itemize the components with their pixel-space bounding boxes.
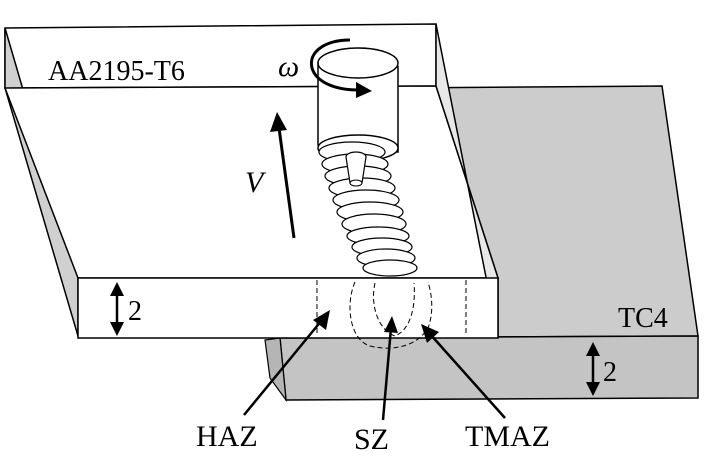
velocity-arrow — [270, 112, 296, 239]
tmaz-leader — [421, 324, 506, 419]
rotation-arrowhead-icon — [356, 82, 372, 98]
haz-leader — [243, 310, 330, 416]
label-bottom-plate: TC4 — [618, 303, 668, 334]
fsw-tool — [317, 47, 418, 277]
tc4-plate-front-face — [279, 335, 699, 401]
velocity-arrowhead-icon — [270, 112, 287, 132]
sz-boundary — [373, 282, 415, 337]
label-top-plate: AA2195-T6 — [48, 56, 185, 87]
label-top-thickness: 2 — [128, 296, 142, 327]
tool-threads — [318, 141, 418, 277]
tmaz-boundary — [349, 281, 433, 349]
label-rotation: ω — [278, 50, 299, 83]
label-haz: HAZ — [196, 420, 258, 453]
sz-leader — [381, 316, 398, 421]
label-sz: SZ — [354, 423, 389, 456]
rotation-arrow — [309, 38, 372, 98]
weld-zone-boundaries — [316, 280, 467, 349]
top-thickness-arrow — [110, 282, 124, 336]
label-bottom-thickness: 2 — [603, 357, 617, 388]
rotation-arc-icon — [309, 38, 359, 92]
bottom-thickness-arrow — [586, 342, 600, 396]
label-velocity: V — [245, 166, 267, 199]
tool-shoulder-top — [317, 47, 399, 79]
label-tmaz: TMAZ — [465, 420, 550, 453]
